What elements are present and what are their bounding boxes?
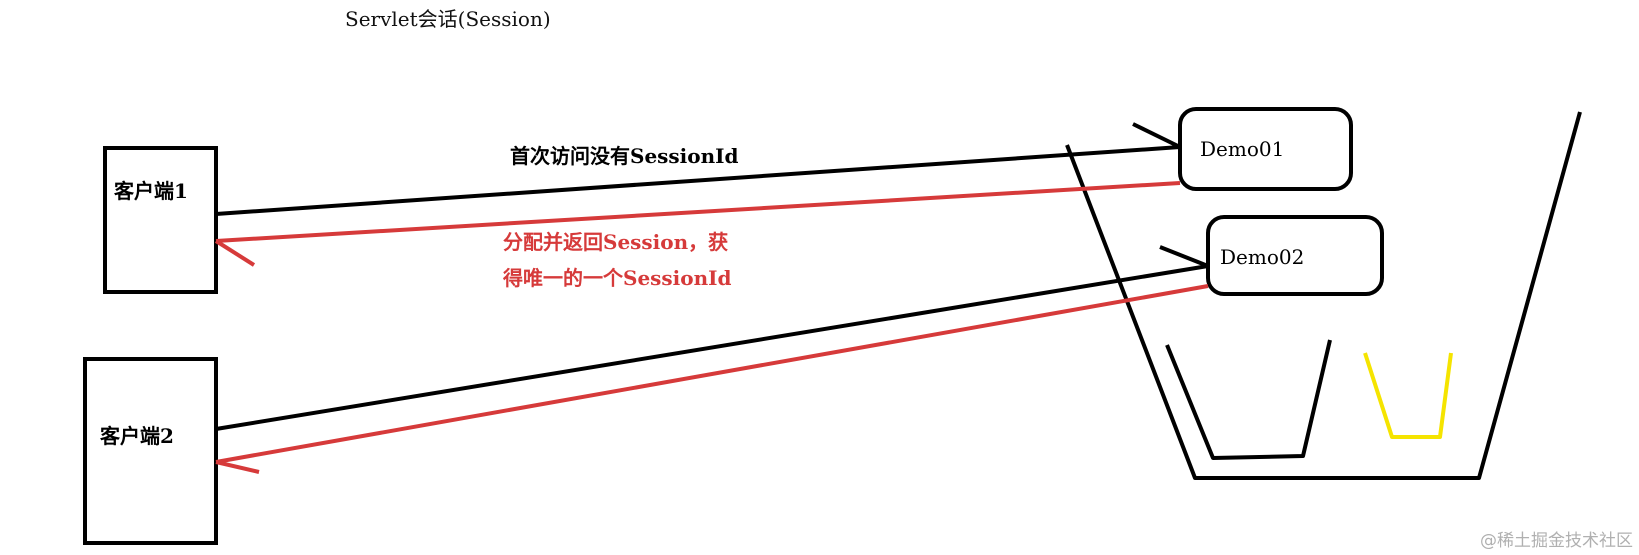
servlet-demo01-label: Demo01 xyxy=(1200,137,1284,161)
client-1-label: 客户端1 xyxy=(113,179,188,203)
client-2-box xyxy=(83,357,218,545)
request-arrowhead-1 xyxy=(1132,122,1181,149)
client-1-box xyxy=(103,146,218,294)
response-arrow-2 xyxy=(215,284,1209,464)
response-arrow-1 xyxy=(215,181,1181,243)
request-message: 首次访问没有SessionId xyxy=(510,144,739,168)
request-arrowhead-2 xyxy=(1159,245,1209,268)
response-message-line-2: 得唯一的一个SessionId xyxy=(502,266,732,290)
servlet-demo02-label: Demo02 xyxy=(1220,245,1304,269)
diagram-title: Servlet会话(Session) xyxy=(345,7,551,31)
watermark: @稀土掘金技术社区 xyxy=(1480,531,1633,551)
servlet-demo02-box xyxy=(1206,215,1384,296)
response-arrowhead-1 xyxy=(214,239,256,267)
response-message-line-1: 分配并返回Session，获 xyxy=(503,230,728,254)
session-cup-yellow xyxy=(1363,352,1453,439)
response-arrowhead-2 xyxy=(215,460,260,474)
request-arrow-1 xyxy=(215,145,1181,216)
server-container xyxy=(1065,111,1582,480)
client-2-label: 客户端2 xyxy=(99,424,174,448)
request-arrow-2 xyxy=(215,264,1209,431)
session-store-cup xyxy=(1165,339,1332,460)
